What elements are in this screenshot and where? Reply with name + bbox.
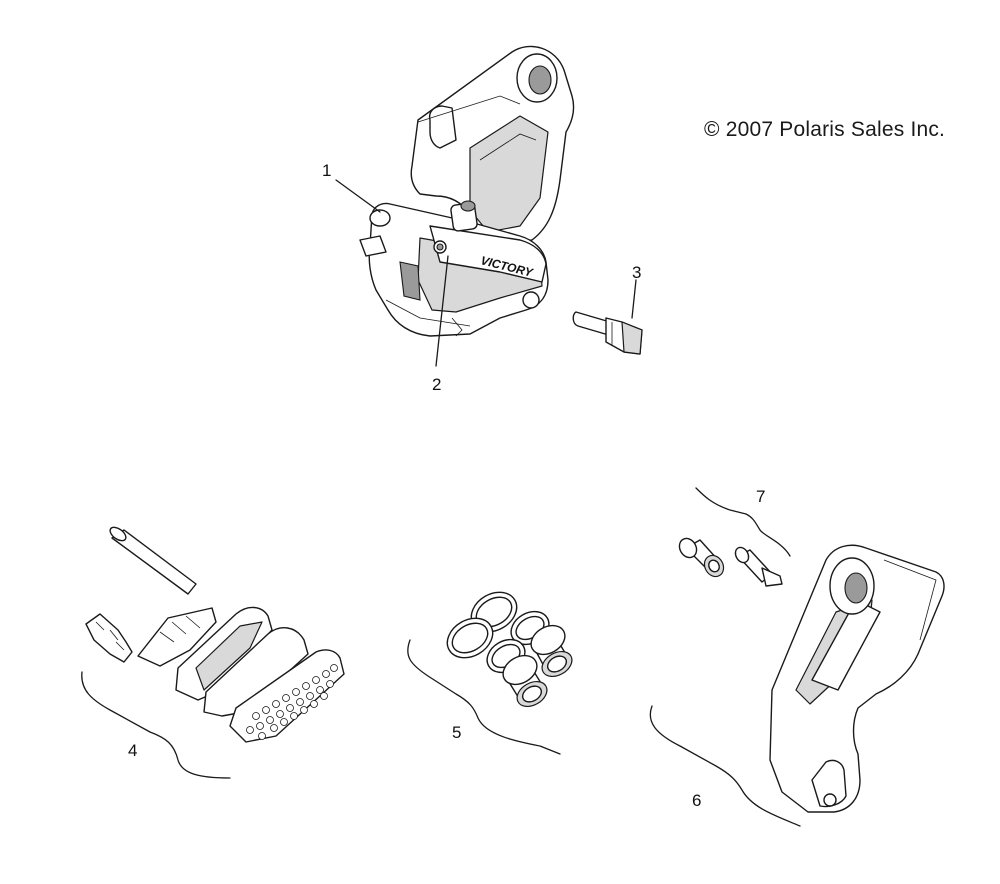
bracket-line-5 — [407, 639, 561, 755]
brake-pad-kit[interactable] — [85, 525, 345, 743]
callout-6: 6 — [692, 791, 701, 810]
leader-line-1 — [335, 179, 381, 213]
caliper-bracket-replacement[interactable] — [769, 544, 945, 813]
callout-1: 1 — [322, 161, 331, 180]
caliper-assembly[interactable]: VICTORY — [359, 200, 549, 337]
copyright-notice: © 2007 Polaris Sales Inc. — [704, 118, 946, 141]
caliper-mounting-bolt[interactable] — [572, 311, 643, 355]
callout-2: 2 — [432, 375, 441, 394]
leader-line-3 — [631, 279, 637, 319]
callout-5: 5 — [452, 723, 461, 742]
leader-line-2 — [435, 255, 449, 367]
bracket-line-6 — [649, 705, 801, 827]
caliper-bracket[interactable] — [410, 45, 575, 249]
bracket-line-4 — [81, 671, 231, 779]
callout-4: 4 — [128, 741, 137, 760]
callout-3: 3 — [632, 263, 641, 282]
piston-seal-kit[interactable] — [440, 584, 576, 711]
callout-7: 7 — [756, 487, 765, 506]
bracket-bushing-kit[interactable] — [676, 535, 783, 587]
bracket-line-7 — [695, 487, 791, 557]
